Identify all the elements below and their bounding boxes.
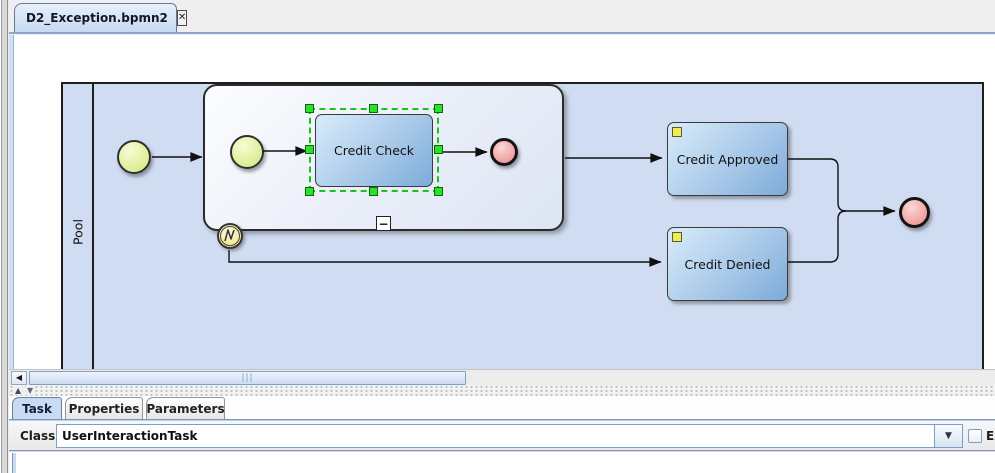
class-input[interactable] xyxy=(57,425,934,447)
split-pane-divider[interactable]: ▲ ▼ xyxy=(9,385,995,396)
tab-strip-underline xyxy=(9,419,995,421)
task-type-icon xyxy=(672,127,682,137)
end-event-final[interactable] xyxy=(899,197,930,228)
scrollbar-grip-icon: ||| xyxy=(241,372,254,383)
exclude-checkbox-label: Ex xyxy=(986,428,995,443)
detail-panel xyxy=(9,452,995,473)
task-credit-check[interactable]: Credit Check xyxy=(315,114,433,187)
class-property-row: Class ▼ Ex xyxy=(9,421,995,450)
end-event-inner[interactable] xyxy=(490,138,518,166)
divider-collapse-up-icon[interactable]: ▲ xyxy=(14,386,23,395)
pool-lane-header[interactable]: Pool xyxy=(63,84,94,380)
window-left-edge xyxy=(0,0,9,473)
start-event-outer[interactable] xyxy=(117,140,151,174)
resize-handle-bottom-middle[interactable] xyxy=(369,187,378,196)
divider-collapse-down-icon[interactable]: ▼ xyxy=(26,386,35,395)
task-credit-approved[interactable]: Credit Approved xyxy=(667,122,788,196)
panel-separator xyxy=(9,450,995,452)
tab-parameters[interactable]: Parameters xyxy=(146,397,225,419)
task-credit-denied-label: Credit Denied xyxy=(684,256,771,272)
tab-task[interactable]: Task xyxy=(12,397,62,419)
detail-panel-border xyxy=(12,453,16,473)
selection-rectangle xyxy=(305,104,443,196)
task-type-icon xyxy=(672,232,682,242)
tab-content-border xyxy=(9,32,995,35)
start-event-inner[interactable] xyxy=(230,135,264,169)
task-credit-denied[interactable]: Credit Denied xyxy=(667,227,788,301)
resize-handle-bottom-left[interactable] xyxy=(305,187,314,196)
tab-title: D2_Exception.bpmn2 xyxy=(26,11,168,25)
scrollbar-left-arrow-icon[interactable]: ◀ xyxy=(11,371,27,385)
pool-label: Pool xyxy=(70,219,85,245)
resize-handle-middle-left[interactable] xyxy=(305,145,314,154)
resize-handle-top-right[interactable] xyxy=(434,104,443,113)
exclude-checkbox[interactable] xyxy=(968,429,982,443)
resize-handle-top-left[interactable] xyxy=(305,104,314,113)
class-field-label: Class xyxy=(20,428,56,443)
class-combobox[interactable]: ▼ xyxy=(56,424,963,448)
dropdown-arrow-icon[interactable]: ▼ xyxy=(934,425,962,447)
tab-d2-exception[interactable]: D2_Exception.bpmn2 ✕ xyxy=(14,3,188,32)
tab-properties[interactable]: Properties xyxy=(65,397,143,419)
error-event-icon xyxy=(224,229,235,242)
task-credit-check-label: Credit Check xyxy=(333,143,415,158)
error-boundary-event[interactable] xyxy=(217,223,243,249)
editor-tab-bar: D2_Exception.bpmn2 ✕ xyxy=(9,0,995,32)
properties-tab-strip: Task Properties Parameters xyxy=(9,396,995,419)
horizontal-scrollbar[interactable]: ◀ ||| xyxy=(9,369,995,385)
resize-handle-top-middle[interactable] xyxy=(369,104,378,113)
scrollbar-thumb[interactable]: ||| xyxy=(29,371,466,385)
close-icon[interactable]: ✕ xyxy=(176,10,188,26)
resize-handle-bottom-right[interactable] xyxy=(434,187,443,196)
resize-handle-middle-right[interactable] xyxy=(434,145,443,154)
boundary-event-inner-ring xyxy=(220,226,240,246)
subprocess-collapse-button[interactable]: − xyxy=(376,216,391,231)
task-credit-approved-label: Credit Approved xyxy=(676,151,779,167)
